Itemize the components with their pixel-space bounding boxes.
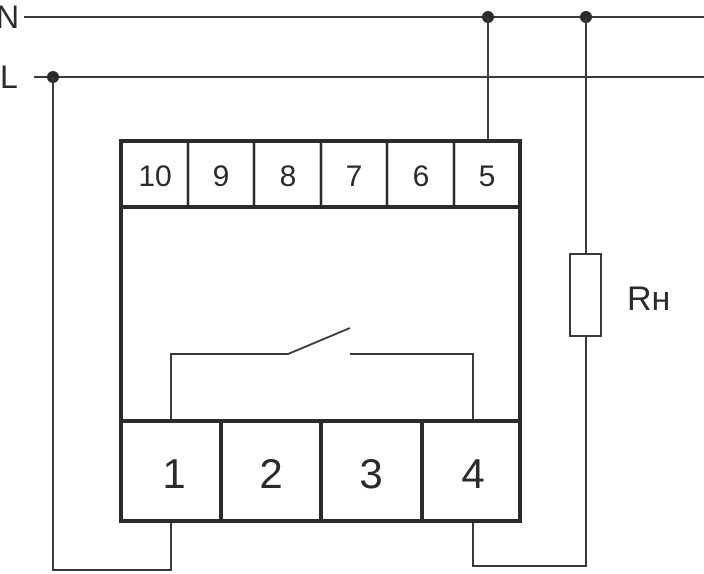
live-label: L xyxy=(0,59,18,95)
terminal-1-label: 1 xyxy=(162,450,185,497)
terminal-6-label: 6 xyxy=(413,160,430,193)
top-terminal-block xyxy=(121,141,520,209)
relay-contact xyxy=(170,327,474,421)
terminal-4-label: 4 xyxy=(461,450,484,497)
load-label: Rн xyxy=(627,280,670,318)
terminal-5-label: 5 xyxy=(479,160,496,193)
terminal-3-label: 3 xyxy=(359,450,382,497)
terminal-2-label: 2 xyxy=(259,450,282,497)
bottom-terminal-block xyxy=(121,419,520,521)
terminal-9-label: 9 xyxy=(213,160,230,193)
wire-l-to-terminal1 xyxy=(52,77,172,571)
terminal-8-label: 8 xyxy=(280,160,297,193)
load-resistor xyxy=(569,253,602,337)
neutral-label: N xyxy=(0,0,19,35)
wire-terminal4-to-load xyxy=(472,336,587,567)
terminal-10-label: 10 xyxy=(138,160,171,193)
terminal-7-label: 7 xyxy=(346,160,363,193)
